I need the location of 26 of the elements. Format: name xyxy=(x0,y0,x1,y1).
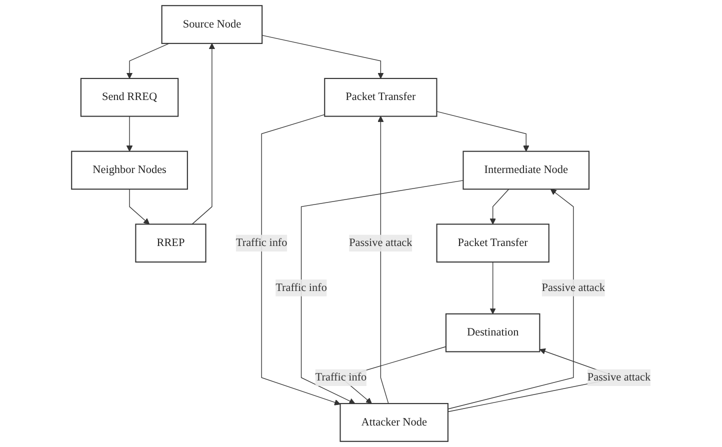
arrow xyxy=(448,188,574,410)
arrow xyxy=(490,262,496,314)
node-box: Destination xyxy=(445,313,540,352)
node-box: Source Node xyxy=(161,5,262,44)
node-box: Attacker Node xyxy=(340,403,448,442)
arrow xyxy=(262,35,384,79)
node-box: RREP xyxy=(135,224,206,263)
arrow xyxy=(261,114,340,406)
arrow xyxy=(126,116,132,152)
node-box: Intermediate Node xyxy=(462,150,590,190)
edge-label: Passive attack xyxy=(542,282,605,294)
node-box: Packet Transfer xyxy=(324,78,438,117)
edge-label: Traffic info xyxy=(315,371,367,384)
edge-label: Traffic info xyxy=(275,282,327,294)
arrow xyxy=(436,111,530,152)
node-box: Packet Transfer xyxy=(436,224,550,263)
arrow xyxy=(129,188,150,224)
edge-label: Traffic info xyxy=(236,236,288,249)
arrow xyxy=(377,116,389,404)
arrow xyxy=(490,188,510,224)
edge-label: Passive attack xyxy=(348,236,412,249)
arrow xyxy=(192,43,215,225)
node-box: Send RREQ xyxy=(80,78,179,117)
node-box: Neighbor Nodes xyxy=(70,150,188,190)
arrow xyxy=(126,43,170,79)
edge-label: Passive attack xyxy=(587,371,650,384)
